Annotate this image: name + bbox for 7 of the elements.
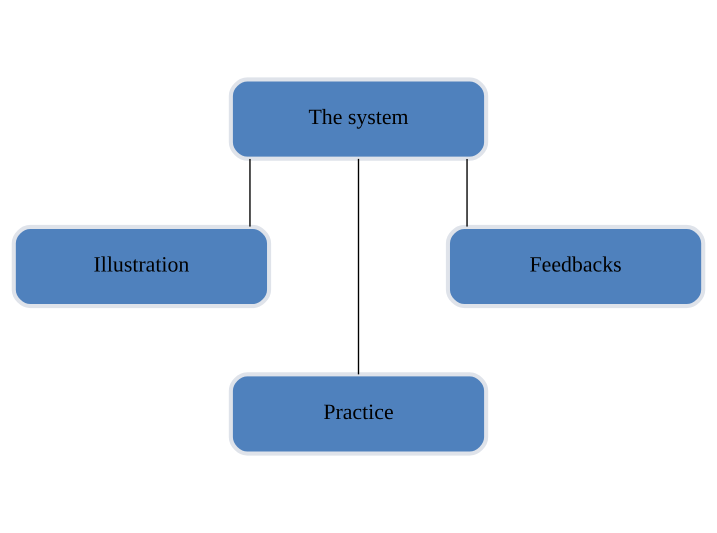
node-box: Practice [228,372,488,456]
node-box: The system [228,77,488,161]
node-box: Feedbacks [446,224,706,308]
connector [249,158,251,227]
connector [358,158,360,374]
node-box: Illustration [12,224,272,308]
connector [466,158,468,227]
